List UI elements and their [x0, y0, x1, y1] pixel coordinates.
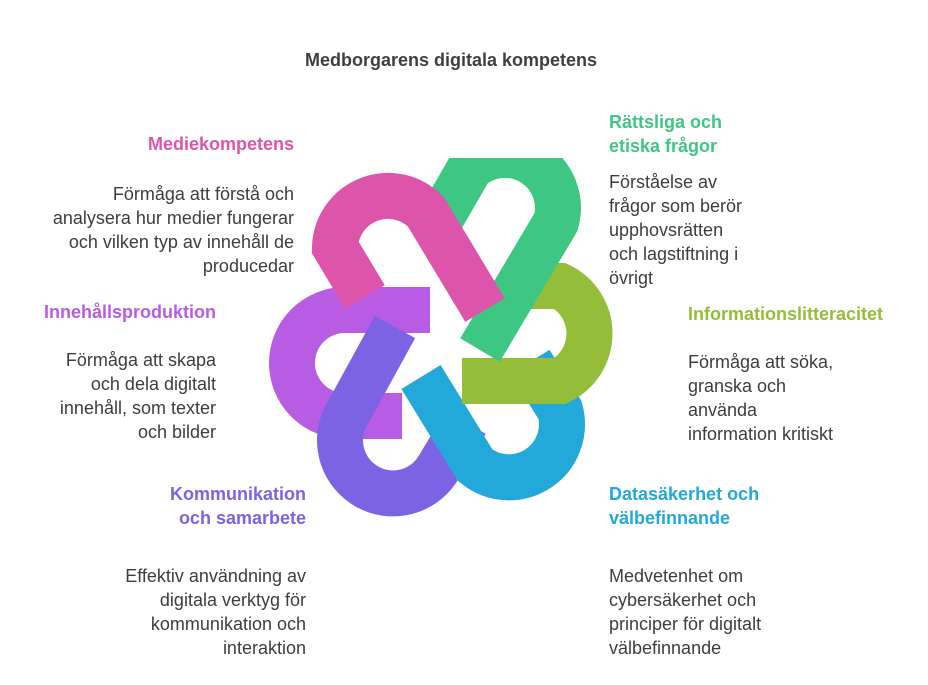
- heading-informationslitteracitet: Informationslitteracitet: [688, 304, 884, 324]
- indigo-loop-kommunikation: [317, 315, 486, 517]
- green-loop-rattsliga: [420, 158, 581, 362]
- item-mediekompetens: Mediekompetens Förmåga att förstå och an…: [20, 132, 294, 278]
- item-informationslitteracitet: Informationslitteracitet Förmåga att sök…: [688, 302, 908, 446]
- heading-innehallsproduktion: Innehållsproduktion: [43, 302, 216, 322]
- item-datasakerhet: Datasäkerhet och välbefinnande Medvetenh…: [609, 482, 869, 660]
- blue-loop-datasakerhet: [401, 349, 585, 501]
- item-rattsliga: Rättsliga och etiska frågor Förståelse a…: [609, 110, 869, 290]
- diagram-title: Medborgarens digitala kompetens: [304, 50, 598, 70]
- desc-kommunikation: Effektiv användning av digitala verktyg …: [125, 566, 306, 658]
- heading-kommunikation: Kommunikation och samarbete: [169, 484, 306, 528]
- item-innehallsproduktion: Innehållsproduktion Förmåga att skapa oc…: [20, 300, 216, 444]
- heading-datasakerhet: Datasäkerhet och välbefinnande: [609, 484, 760, 528]
- desc-informationslitteracitet: Förmåga att söka, granska och använda in…: [688, 352, 834, 444]
- pink-loop-mediekompetens: [311, 172, 505, 322]
- item-kommunikation: Kommunikation och samarbete Effektiv anv…: [20, 482, 306, 660]
- lime-loop-informationslitteracitet: [462, 263, 613, 404]
- desc-rattsliga: Förståelse av frågor som berör upphovsrä…: [609, 172, 743, 288]
- desc-innehallsproduktion: Förmåga att skapa och dela digitalt inne…: [59, 350, 216, 442]
- desc-mediekompetens: Förmåga att förstå och analysera hur med…: [52, 184, 294, 276]
- heading-rattsliga: Rättsliga och etiska frågor: [609, 112, 723, 156]
- heading-mediekompetens: Mediekompetens: [147, 134, 294, 154]
- hexagonal-knot-diagram: [269, 158, 613, 517]
- desc-datasakerhet: Medvetenhet om cybersäkerhet och princip…: [609, 566, 762, 658]
